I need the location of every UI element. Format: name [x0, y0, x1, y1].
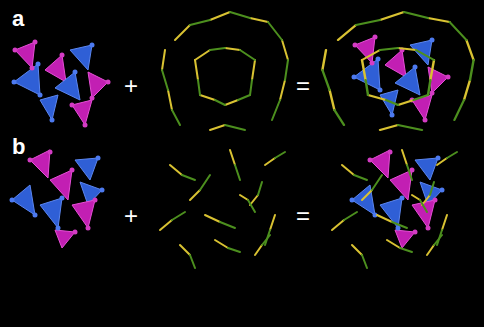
panel-letter: b [12, 136, 25, 158]
equals-sign: = [296, 74, 310, 98]
plus-sign: + [124, 204, 138, 228]
plus-sign: + [124, 74, 138, 98]
equals-sign: = [296, 204, 310, 228]
panel-letter: a [12, 8, 24, 30]
